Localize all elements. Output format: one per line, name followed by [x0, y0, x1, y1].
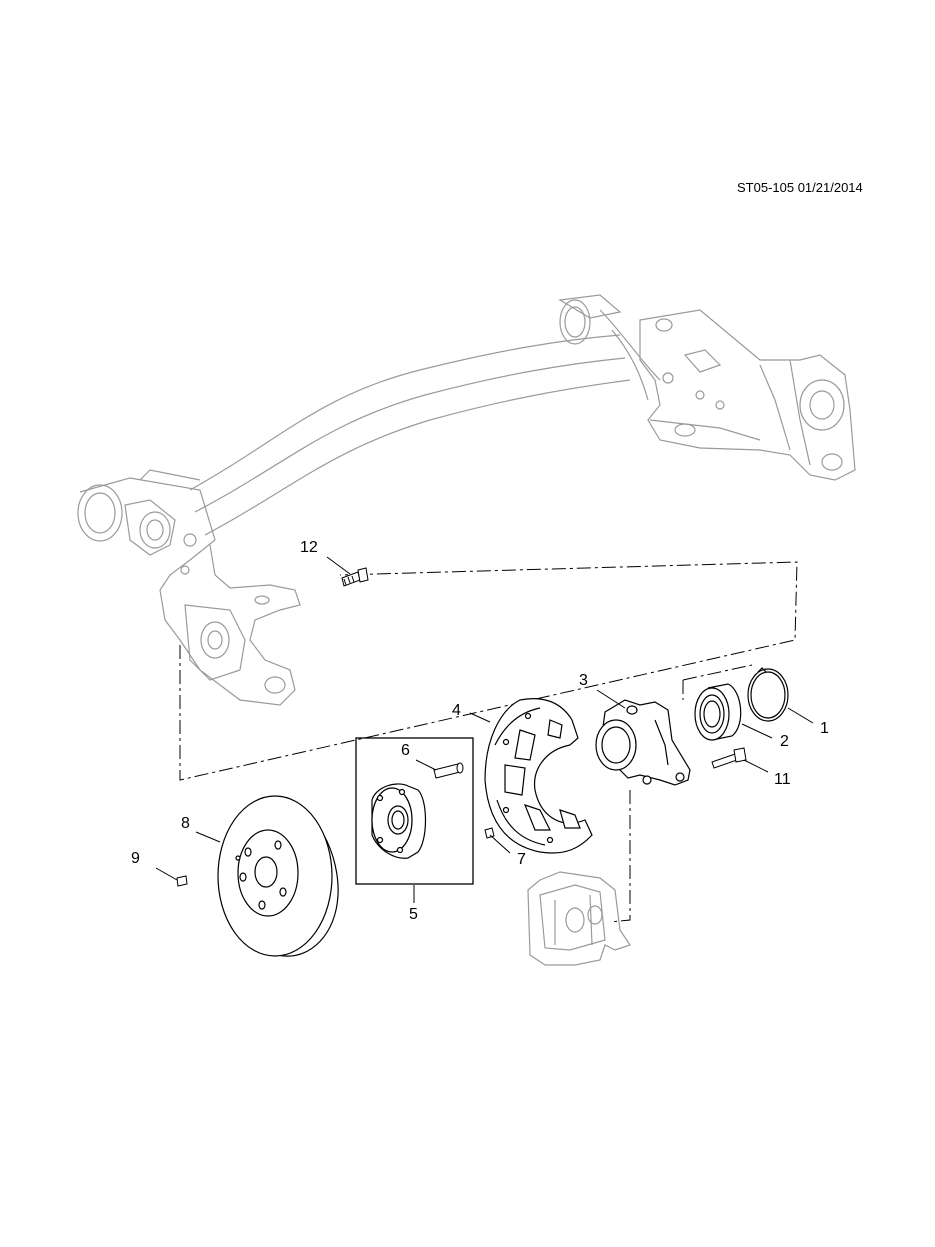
- callout-label: 6: [401, 742, 410, 759]
- callout-label: 11: [774, 771, 791, 788]
- screw-part-7: [484, 827, 495, 839]
- callout-label: 5: [409, 906, 418, 923]
- assembly-centerlines: [179, 561, 798, 923]
- hub-assembly-box: [355, 737, 474, 885]
- callout-label: 9: [131, 850, 140, 867]
- leader-lines: [155, 556, 814, 903]
- brake-caliper: [527, 871, 631, 966]
- wheel-stud-part-6: [433, 762, 464, 779]
- callout-label: 3: [579, 672, 588, 689]
- screw-part-9: [176, 875, 188, 887]
- diagram-reference-code: ST05-105 01/21/2014: [737, 180, 863, 195]
- callout-label: 12: [300, 539, 318, 556]
- rear-axle-beam: [77, 294, 856, 706]
- backing-plate-part-4: [484, 698, 593, 854]
- bolt-part-11: [711, 747, 747, 769]
- wheel-bearing-part-2: [694, 683, 742, 741]
- callout-label: 2: [780, 733, 789, 750]
- hub-part-5: [371, 783, 427, 859]
- bolt-part-12: [341, 567, 369, 587]
- callout-label: 4: [452, 702, 461, 719]
- knuckle-part-3: [595, 699, 691, 786]
- callout-label: 1: [820, 720, 829, 737]
- snap-ring-part-1: [747, 667, 789, 722]
- callout-label: 7: [517, 851, 526, 868]
- callout-label: 8: [181, 815, 190, 832]
- brake-rotor-part-8: [217, 795, 339, 957]
